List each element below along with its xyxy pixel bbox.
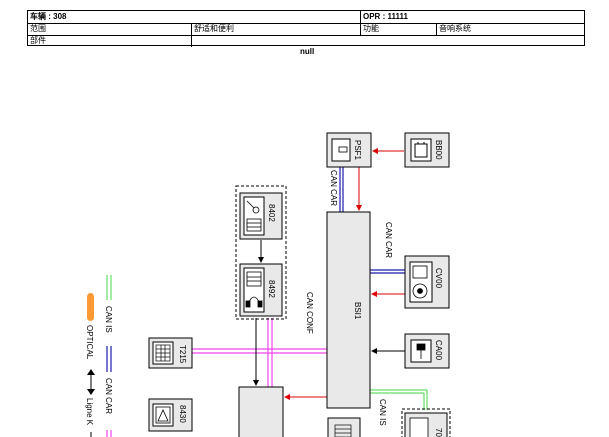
c8402-icon-frame xyxy=(243,196,265,236)
t215-label: T215 xyxy=(178,345,187,364)
cv00-label: CV00 xyxy=(434,268,443,289)
connector-grid-icon xyxy=(334,424,352,437)
battery-icon xyxy=(414,142,428,158)
legend: CAN IS OPTICAL CAN CAR Ligne K xyxy=(85,275,113,437)
c8492-label: 8492 xyxy=(267,280,276,298)
c8402-label: 8402 xyxy=(267,204,276,222)
can-is-bus-bottom xyxy=(370,389,428,410)
c8430-label: 8430 xyxy=(178,405,187,423)
amplifier-icon xyxy=(155,406,171,424)
can-car-bus-top xyxy=(339,167,344,212)
function-value: 音响系统 xyxy=(439,24,471,33)
function-label: 功能 xyxy=(361,23,437,35)
can-conf-label: CAN CONF xyxy=(305,292,314,334)
can-car-label-top: CAN CAR xyxy=(329,170,338,206)
ignition-key-icon xyxy=(416,343,426,359)
bb00-label: BB00 xyxy=(434,140,443,160)
legend-can-is-label: CAN IS xyxy=(104,306,113,333)
bottom-connector-box[interactable] xyxy=(327,417,361,437)
null-text: null xyxy=(300,47,315,56)
header-table: 车辆 : 308 OPR : 11111 范围 舒适和便利 功能 音响系统 部件 xyxy=(27,10,585,47)
can-car-label-right: CAN CAR xyxy=(384,222,393,258)
legend-ligne-k-arrow-icon xyxy=(87,369,95,395)
psf1-icon-frame xyxy=(331,138,351,162)
part-label: 部件 xyxy=(28,35,192,47)
headset-icon xyxy=(245,271,263,308)
bb00-icon-frame xyxy=(410,138,432,162)
header-row-vehicle: 车辆 : 308 OPR : 11111 xyxy=(28,11,584,24)
keypad-icon xyxy=(155,344,171,362)
legend-optical-label: OPTICAL xyxy=(85,325,94,360)
range-label: 范围 xyxy=(28,23,192,35)
can-is-label-bottom: CAN IS xyxy=(378,399,387,426)
range-value: 舒适和便利 xyxy=(192,23,361,35)
audio-unit-box[interactable] xyxy=(238,386,284,437)
microphone-icon xyxy=(246,200,262,232)
vehicle-cell: 车辆 : 308 xyxy=(28,11,361,23)
can-conf-bus xyxy=(177,318,327,387)
legend-optical-swatch xyxy=(87,293,94,321)
audio-group-dashed-frame xyxy=(235,185,287,320)
display-icon xyxy=(409,417,429,437)
fuse-icon xyxy=(338,146,348,153)
component-70-label: 70 xyxy=(434,428,443,437)
bsi1-box[interactable] xyxy=(326,211,371,409)
can-car-bus-right xyxy=(370,269,405,274)
legend-can-car-label: CAN CAR xyxy=(104,378,113,414)
header-row-part: 部件 xyxy=(28,35,584,47)
steering-switch-icon xyxy=(412,265,428,299)
psf1-label: PSF1 xyxy=(353,140,362,161)
cv00-icon-frame xyxy=(409,261,433,303)
opr-cell: OPR : 11111 xyxy=(363,12,408,21)
header-row-range: 范围 舒适和便利 功能 音响系统 xyxy=(28,23,584,36)
ca00-label: CA00 xyxy=(434,340,443,361)
legend-ligne-k-label: Ligne K xyxy=(85,398,94,426)
bsi1-label: BSI1 xyxy=(353,302,362,320)
